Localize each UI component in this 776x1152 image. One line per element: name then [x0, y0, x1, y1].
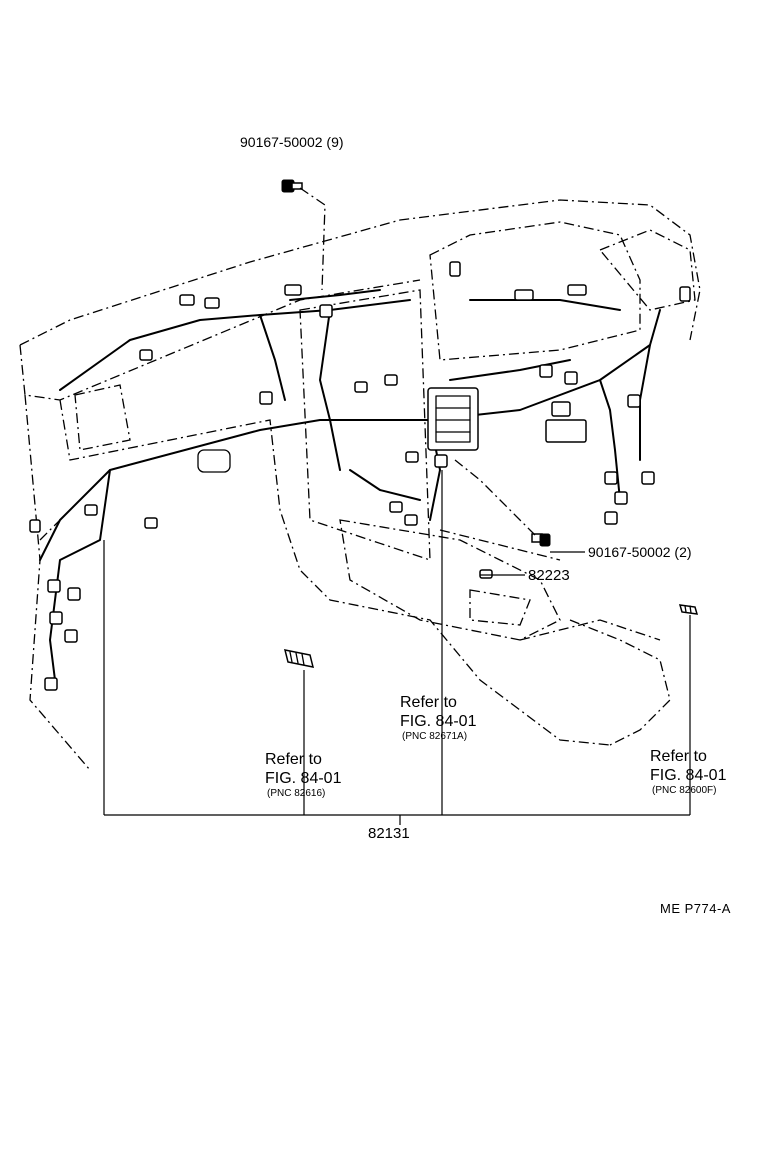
ref-center-pnc: (PNC 82671A)	[402, 731, 468, 742]
bolt-top-icon	[281, 179, 303, 193]
part-82223-label: 82223	[528, 567, 570, 584]
ref-right-text: Refer to	[650, 748, 707, 765]
ref-left-pnc: (PNC 82616)	[267, 788, 326, 799]
ref-right-fig: FIG. 84-01	[650, 767, 727, 784]
relay-block	[545, 401, 587, 443]
bolt-top-label: 90167-50002 (9)	[240, 134, 344, 150]
clip-left-icon	[283, 649, 315, 668]
bolt-top-leader	[299, 187, 326, 291]
junction-block	[427, 387, 479, 468]
glove-box-lock	[197, 449, 231, 473]
harness-connectors	[29, 261, 691, 691]
part-82131-label: 82131	[368, 825, 410, 842]
bolt-right-leader	[454, 459, 536, 536]
clip-right-icon	[678, 604, 699, 615]
bolt-right-label: 90167-50002 (2)	[588, 544, 692, 560]
instrument-panel-outline	[19, 199, 701, 771]
ref-center-fig: FIG. 84-01	[400, 713, 477, 730]
ref-left-fig: FIG. 84-01	[265, 770, 342, 787]
main-wire-harness	[39, 289, 661, 681]
leader-lines-82131	[103, 470, 691, 825]
drawing-code: ME P774-A	[660, 901, 731, 916]
bolt-right-icon	[531, 533, 551, 547]
ref-right-pnc: (PNC 82600F)	[652, 785, 717, 796]
ref-left-text: Refer to	[265, 751, 322, 768]
ref-center-text: Refer to	[400, 694, 457, 711]
